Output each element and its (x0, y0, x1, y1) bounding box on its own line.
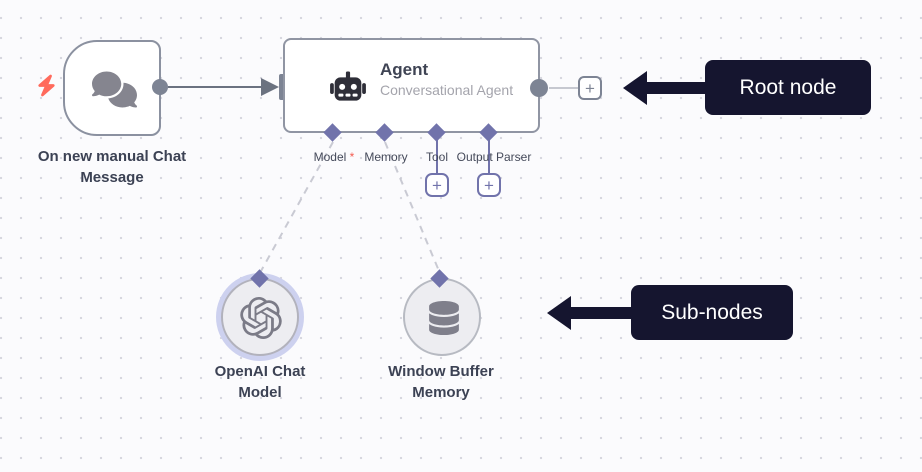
port-label-model: Model * (313, 150, 355, 164)
bolt-icon (38, 74, 55, 97)
robot-icon (330, 71, 366, 101)
plus-icon: + (585, 78, 595, 98)
plus-icon: + (432, 175, 442, 195)
sub-callout-arrow (569, 307, 632, 319)
root-callout-label: Root node (739, 75, 837, 99)
arrow-left-icon (547, 296, 571, 330)
agent-output-connector[interactable] (530, 79, 548, 97)
port-label-output-parser: Output Parser (456, 150, 532, 164)
wire-arrowhead-icon (261, 78, 279, 96)
openai-logo-icon (240, 297, 282, 339)
add-next-node-button[interactable]: + (578, 76, 602, 100)
add-output-parser-button[interactable]: + (477, 173, 501, 197)
node-chat-trigger[interactable] (63, 40, 161, 136)
arrow-left-icon (623, 71, 647, 105)
root-callout-arrow (645, 82, 706, 94)
trigger-node-label: On new manual Chat Message (37, 148, 187, 186)
node-window-buffer-memory[interactable] (403, 278, 481, 356)
node-openai-chat-model[interactable] (221, 278, 299, 356)
node-agent[interactable]: Agent Conversational Agent (283, 38, 540, 133)
trigger-output-connector[interactable] (152, 79, 168, 95)
port-label-tool: Tool (425, 150, 448, 164)
sub-callout-label: Sub-nodes (661, 300, 763, 324)
agent-node-title: Agent (380, 60, 429, 79)
port-label-memory: Memory (364, 150, 408, 164)
add-tool-button[interactable]: + (425, 173, 449, 197)
required-marker: * (349, 150, 355, 164)
plus-icon: + (484, 175, 494, 195)
root-node-callout: Root node (705, 60, 871, 115)
chat-bubbles-icon (92, 71, 137, 108)
sub-nodes-callout: Sub-nodes (631, 285, 793, 340)
database-icon (429, 301, 459, 335)
memory-node-label: Window Buffer Memory (388, 363, 494, 401)
openai-node-label: OpenAI Chat Model (214, 363, 306, 401)
agent-node-subtitle: Conversational Agent (380, 82, 514, 98)
